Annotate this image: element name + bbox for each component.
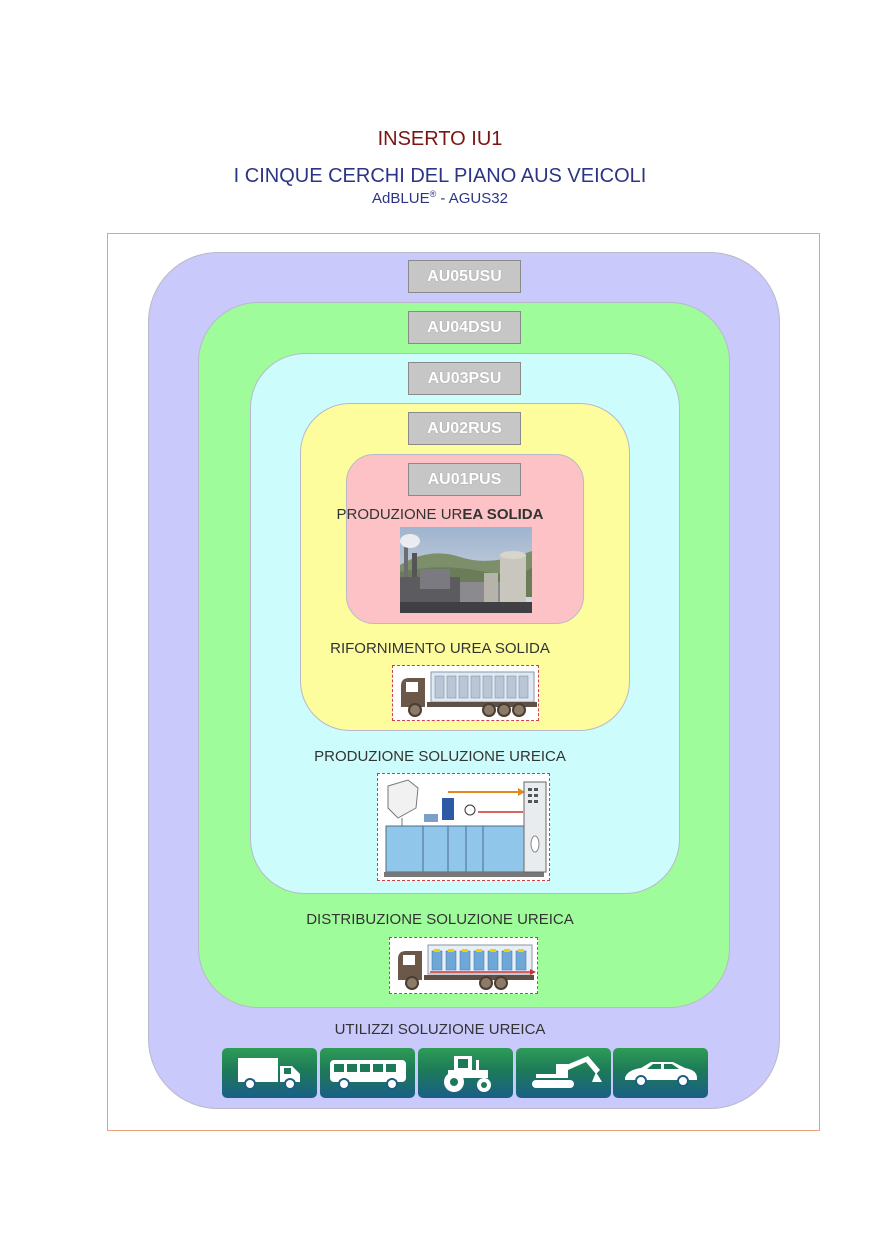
vehicle-icons-row — [222, 1048, 708, 1098]
excavator-icon — [516, 1048, 611, 1098]
subtitle-rest: - AGUS32 — [436, 190, 508, 207]
code-au03psu: AU03PSU — [408, 362, 521, 395]
code-au04dsu: AU04DSU — [408, 311, 521, 344]
car-icon — [613, 1048, 708, 1098]
solid-urea-truck-image — [392, 665, 539, 721]
tractor-icon — [418, 1048, 513, 1098]
registered-mark: ® — [429, 189, 437, 199]
urea-solution-plant-image — [377, 773, 550, 881]
subtitle-brand: AdBLUE — [372, 190, 430, 207]
label-distribuzione-soluzione-ureica: DISTRIBUZIONE SOLUZIONE UREICA — [306, 911, 574, 928]
label-utilizzi-soluzione-ureica: UTILIZZI SOLUZIONE UREICA — [334, 1021, 546, 1038]
label-produzione-urea-solida: PRODUZIONE UREA SOLIDA — [336, 506, 544, 523]
code-au02rus: AU02RUS — [408, 412, 521, 445]
truck-icon — [222, 1048, 317, 1098]
subtitle: AdBLUE® - AGUS32 — [0, 189, 880, 207]
label-rifornimento-urea-solida: RIFORNIMENTO UREA SOLIDA — [330, 640, 550, 657]
solution-tank-truck-image — [389, 937, 538, 994]
diagram-frame — [107, 233, 820, 1131]
bus-icon — [320, 1048, 415, 1098]
main-title: I CINQUE CERCHI DEL PIANO AUS VEICOLI — [233, 165, 647, 187]
label-produzione-soluzione-ureica: PRODUZIONE SOLUZIONE UREICA — [314, 748, 566, 765]
urea-plant-photo — [400, 527, 532, 613]
code-au01pus: AU01PUS — [408, 463, 521, 496]
insert-title: INSERTO IU1 — [377, 128, 503, 150]
code-au05usu: AU05USU — [408, 260, 521, 293]
